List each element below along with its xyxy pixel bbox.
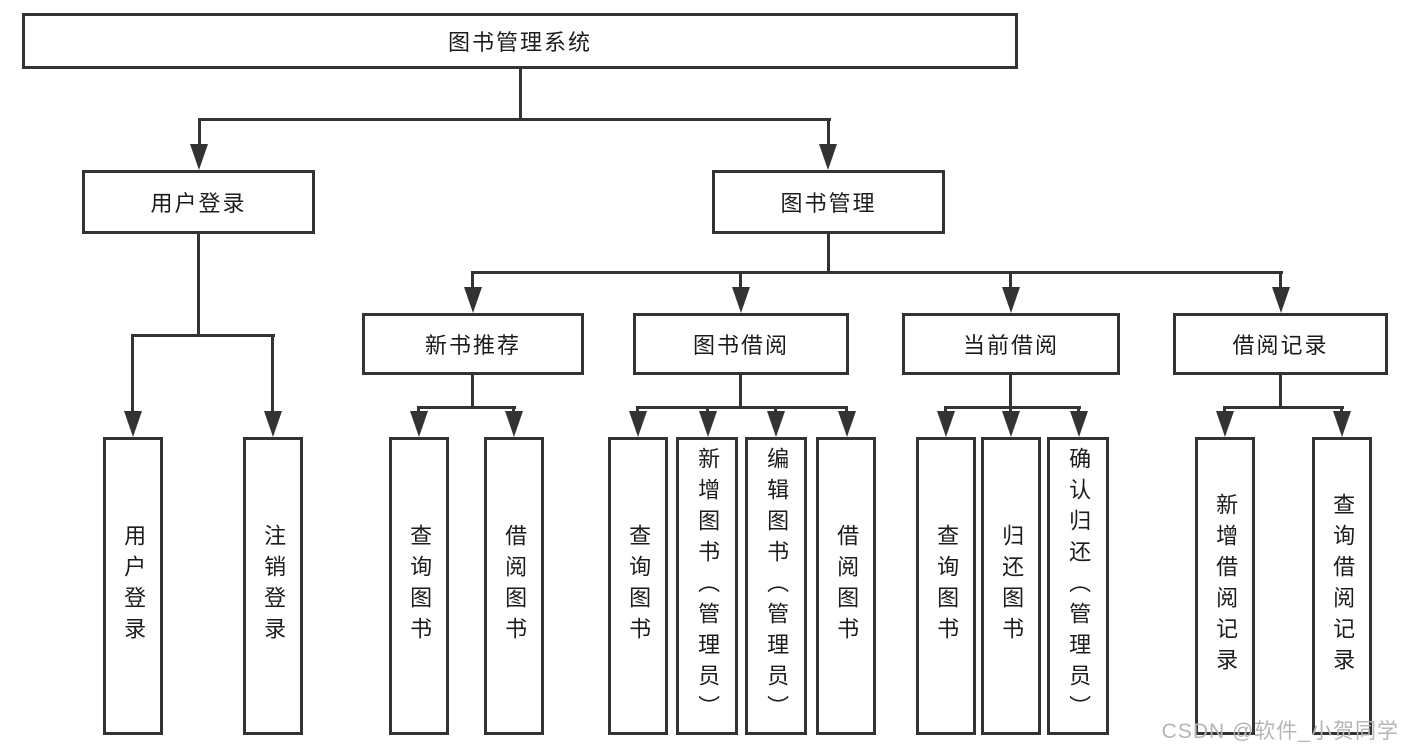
connector-to-leaf-login <box>131 334 134 412</box>
leaf-bb-borrow-books: 借阅图书 <box>816 437 876 735</box>
node-current-borrowing-label: 当前借阅 <box>962 333 1059 358</box>
arrowhead-leaf-login <box>124 411 142 437</box>
arrowhead-bb-leaf3 <box>767 411 785 437</box>
leaf-bb-add-books-admin-label: 新增图书（管理员） <box>695 446 721 726</box>
connector-to-records <box>1279 271 1282 293</box>
arrowhead-cb-leaf2 <box>1002 411 1020 437</box>
connector-to-borrowing <box>739 271 742 293</box>
connector-level3-bus <box>471 271 1283 274</box>
node-new-book-recommend: 新书推荐 <box>362 313 584 375</box>
leaf-nb-borrow-books: 借阅图书 <box>484 437 544 735</box>
leaf-user-login: 用户登录 <box>103 437 163 735</box>
arrowhead-book-management <box>819 144 837 170</box>
leaf-user-login-label: 用户登录 <box>121 524 147 648</box>
arrowhead-bb-leaf1 <box>629 411 647 437</box>
arrowhead-bb-leaf4 <box>838 411 856 437</box>
arrowhead-new-book <box>464 287 482 313</box>
node-user-login-label: 用户登录 <box>150 191 247 216</box>
node-current-borrowing: 当前借阅 <box>902 313 1120 375</box>
node-user-login: 用户登录 <box>82 170 315 234</box>
leaf-br-query-record-label: 查询借阅记录 <box>1330 493 1356 679</box>
connector-borrowing-bus <box>636 406 848 409</box>
leaf-cb-confirm-return-admin-label: 确认归还（管理员） <box>1066 446 1092 726</box>
connector-records-bus <box>1223 406 1344 409</box>
leaf-cb-return-books: 归还图书 <box>981 437 1041 735</box>
leaf-br-query-record: 查询借阅记录 <box>1312 437 1372 735</box>
connector-to-leaf-logout <box>271 334 274 412</box>
node-root: 图书管理系统 <box>22 13 1018 69</box>
arrowhead-leaf-logout <box>264 411 282 437</box>
leaf-logout-label: 注销登录 <box>261 524 287 648</box>
leaf-bb-edit-books-admin: 编辑图书（管理员） <box>745 437 807 735</box>
leaf-br-add-record: 新增借阅记录 <box>1195 437 1255 735</box>
node-root-label: 图书管理系统 <box>447 30 592 55</box>
leaf-bb-query-books-label: 查询图书 <box>626 524 652 648</box>
arrowhead-cb-leaf1 <box>937 411 955 437</box>
arrowhead-borrowing <box>732 287 750 313</box>
arrowhead-br-leaf2 <box>1333 411 1351 437</box>
watermark-text: CSDN @软件_小贺同学 <box>1161 720 1399 743</box>
leaf-bb-add-books-admin: 新增图书（管理员） <box>676 437 738 735</box>
arrowhead-records <box>1272 287 1290 313</box>
connector-records-stub <box>1279 375 1282 409</box>
arrowhead-nb-leaf2 <box>505 411 523 437</box>
arrowhead-current <box>1002 287 1020 313</box>
arrowhead-nb-leaf1 <box>410 411 428 437</box>
connector-to-user-login <box>198 118 201 148</box>
node-new-book-recommend-label: 新书推荐 <box>424 333 521 358</box>
leaf-cb-query-books-label: 查询图书 <box>934 524 960 648</box>
connector-user-login-bus <box>131 334 275 337</box>
connector-root-stub <box>519 69 522 120</box>
leaf-nb-query-books-label: 查询图书 <box>407 524 433 648</box>
leaf-nb-borrow-books-label: 借阅图书 <box>502 524 528 648</box>
leaf-bb-borrow-books-label: 借阅图书 <box>834 524 860 648</box>
connector-to-new-book <box>471 271 474 293</box>
connector-to-book-management <box>827 118 830 148</box>
node-book-management: 图书管理 <box>712 170 945 234</box>
node-book-borrowing: 图书借阅 <box>633 313 849 375</box>
node-borrowing-records-label: 借阅记录 <box>1232 333 1329 358</box>
leaf-logout: 注销登录 <box>243 437 303 735</box>
leaf-cb-confirm-return-admin: 确认归还（管理员） <box>1047 437 1109 735</box>
leaf-br-add-record-label: 新增借阅记录 <box>1213 493 1239 679</box>
node-book-management-label: 图书管理 <box>780 191 877 216</box>
leaf-cb-return-books-label: 归还图书 <box>999 524 1025 648</box>
node-book-borrowing-label: 图书借阅 <box>692 333 789 358</box>
connector-to-current <box>1009 271 1012 293</box>
leaf-bb-query-books: 查询图书 <box>608 437 668 735</box>
leaf-bb-edit-books-admin-label: 编辑图书（管理员） <box>764 446 790 726</box>
connector-new-book-bus <box>417 406 516 409</box>
arrowhead-br-leaf1 <box>1216 411 1234 437</box>
connector-new-book-stub <box>471 375 474 409</box>
arrowhead-cb-leaf3 <box>1070 411 1088 437</box>
leaf-cb-query-books: 查询图书 <box>916 437 976 735</box>
arrowhead-bb-leaf2 <box>699 411 717 437</box>
connector-current-bus <box>944 406 1081 409</box>
arrowhead-user-login <box>190 144 208 170</box>
connector-current-stub <box>1009 375 1012 409</box>
connector-level2-bus <box>198 118 831 121</box>
node-borrowing-records: 借阅记录 <box>1173 313 1388 375</box>
leaf-nb-query-books: 查询图书 <box>389 437 449 735</box>
connector-borrowing-stub <box>739 375 742 409</box>
connector-user-login-stub <box>197 234 200 337</box>
connector-book-management-stub <box>827 234 830 274</box>
